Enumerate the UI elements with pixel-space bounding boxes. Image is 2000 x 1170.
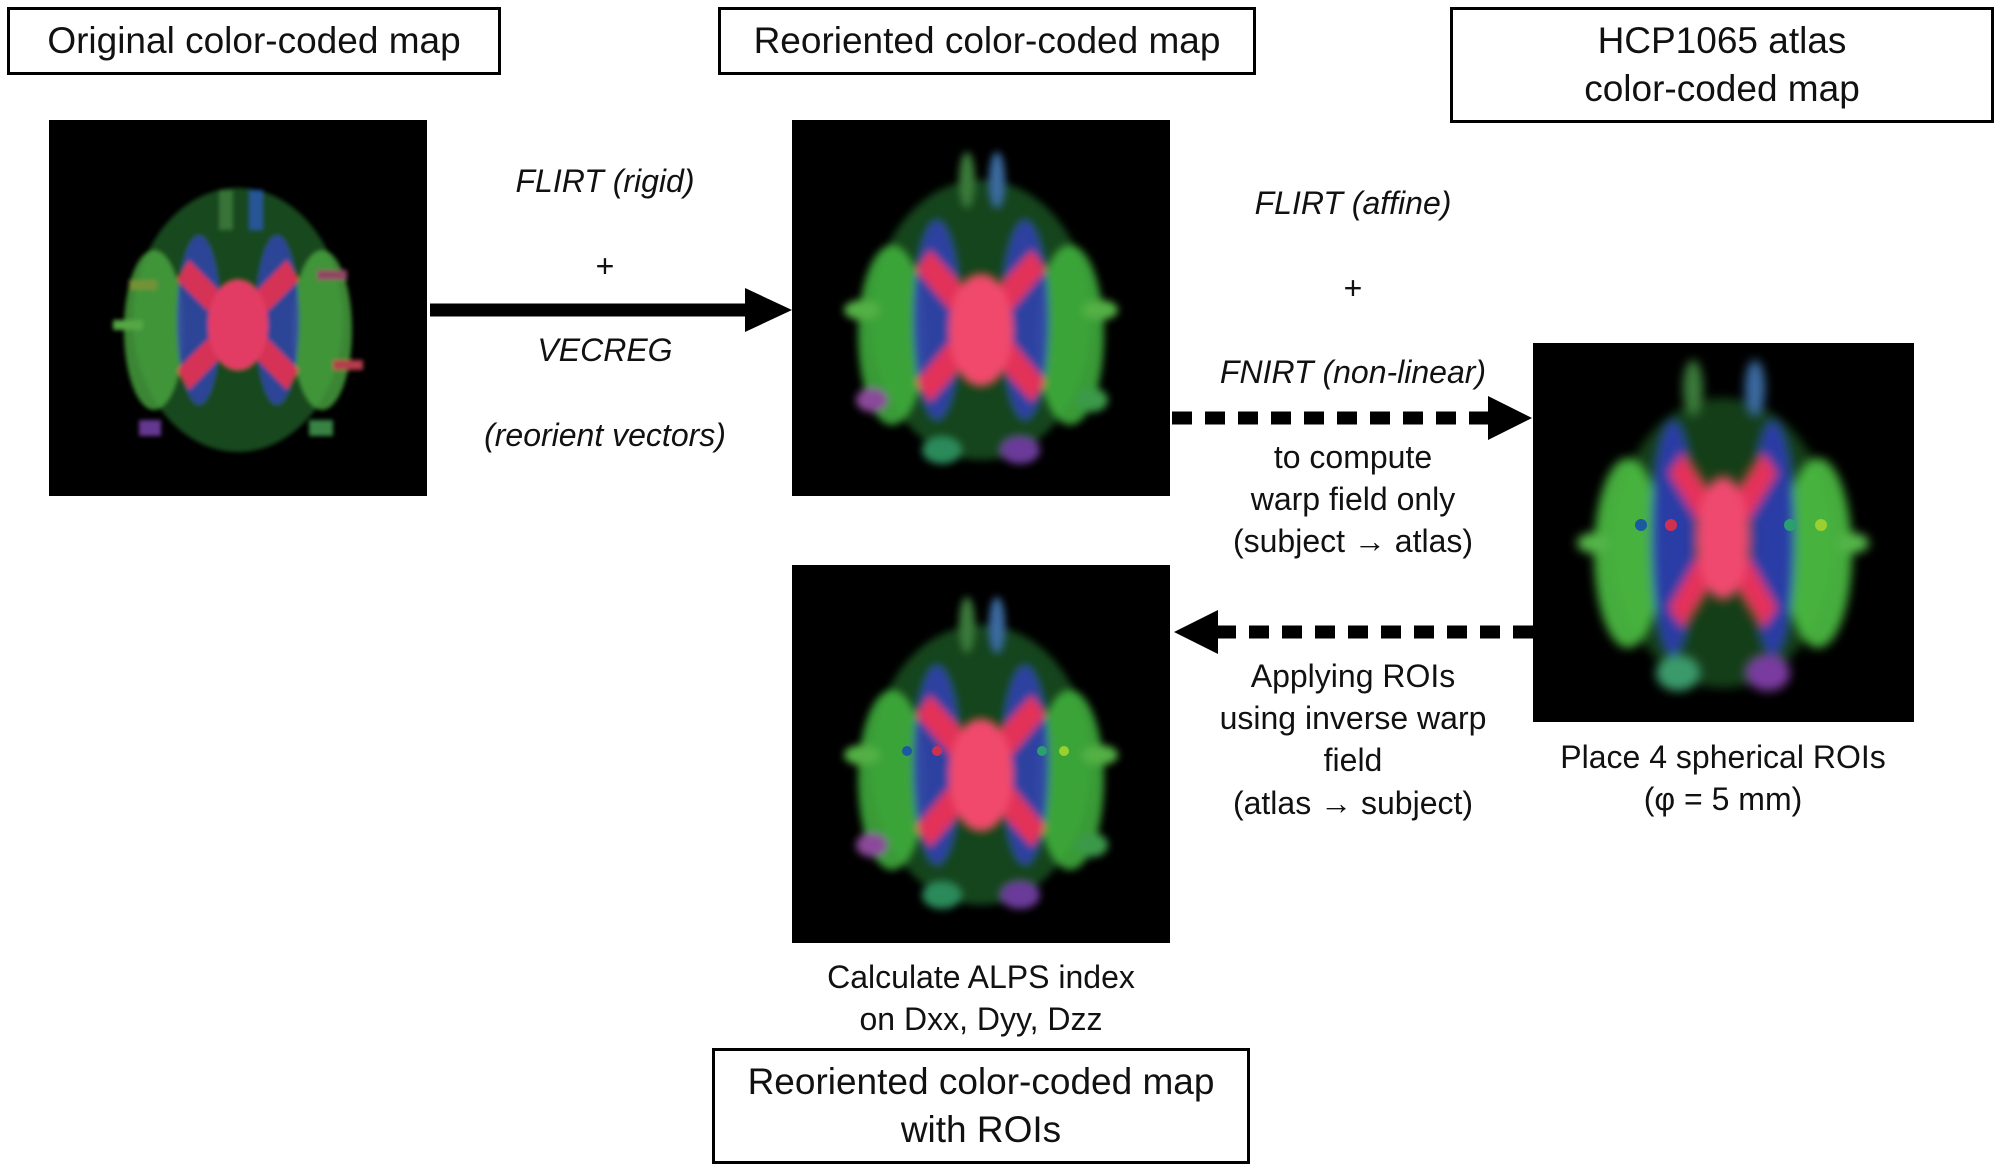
brain-with-rois-image [844, 597, 1118, 909]
caption-place-rois: Place 4 spherical ROIs (φ = 5 mm) [1560, 739, 1886, 818]
step-inverse-text: Applying ROIs using inverse warp field (… [1219, 658, 1487, 821]
roi-right-projection [1815, 519, 1827, 531]
roi-subject-left-projection [902, 746, 912, 756]
roi-left-projection [1635, 519, 1647, 531]
roi-right-association [1784, 519, 1796, 531]
roi-subject-right-association [1037, 746, 1047, 756]
step-affine-text: FLIRT (affine) + FNIRT (non-linear) to c… [1180, 140, 1526, 605]
step-affine-flirt: FLIRT (affine) [1254, 185, 1452, 222]
step-affine-fnirt: FNIRT (non-linear) [1219, 354, 1487, 391]
panel-original-map [49, 120, 427, 496]
roi-subject-right-projection [1059, 746, 1069, 756]
step-affine-plus: + [1343, 269, 1363, 306]
panel-atlas-map [1533, 343, 1914, 722]
step-rigid-flirt: FLIRT (rigid) [515, 163, 695, 200]
roi-subject-left-association [932, 746, 942, 756]
brain-atlas-image [1577, 360, 1869, 691]
panel-reoriented-rois-map [792, 565, 1170, 943]
box-atlas-map: HCP1065 atlas color-coded map [1450, 7, 1994, 123]
roi-left-association [1665, 519, 1677, 531]
box-original-map: Original color-coded map [7, 7, 501, 75]
box-reoriented-with-rois: Reoriented color-coded map with ROIs [712, 1048, 1250, 1164]
box-reoriented-map: Reoriented color-coded map [718, 7, 1256, 75]
step-rigid-vecreg: VECREG [537, 332, 673, 369]
step-rigid-text: FLIRT (rigid) + VECREG (reorient vectors… [445, 118, 765, 498]
brain-original-image [113, 188, 363, 452]
step-affine-warp: to compute warp field only (subject → at… [1232, 438, 1474, 560]
brain-reoriented-image [844, 152, 1118, 464]
step-rigid-plus: + [595, 247, 615, 284]
step-rigid-reorient: (reorient vectors) [484, 416, 726, 453]
arrow-dashed-to-subject [1174, 610, 1533, 654]
caption-alps-index: Calculate ALPS index on Dxx, Dyy, Dzz [827, 959, 1135, 1038]
panel-reoriented-map [792, 120, 1170, 496]
